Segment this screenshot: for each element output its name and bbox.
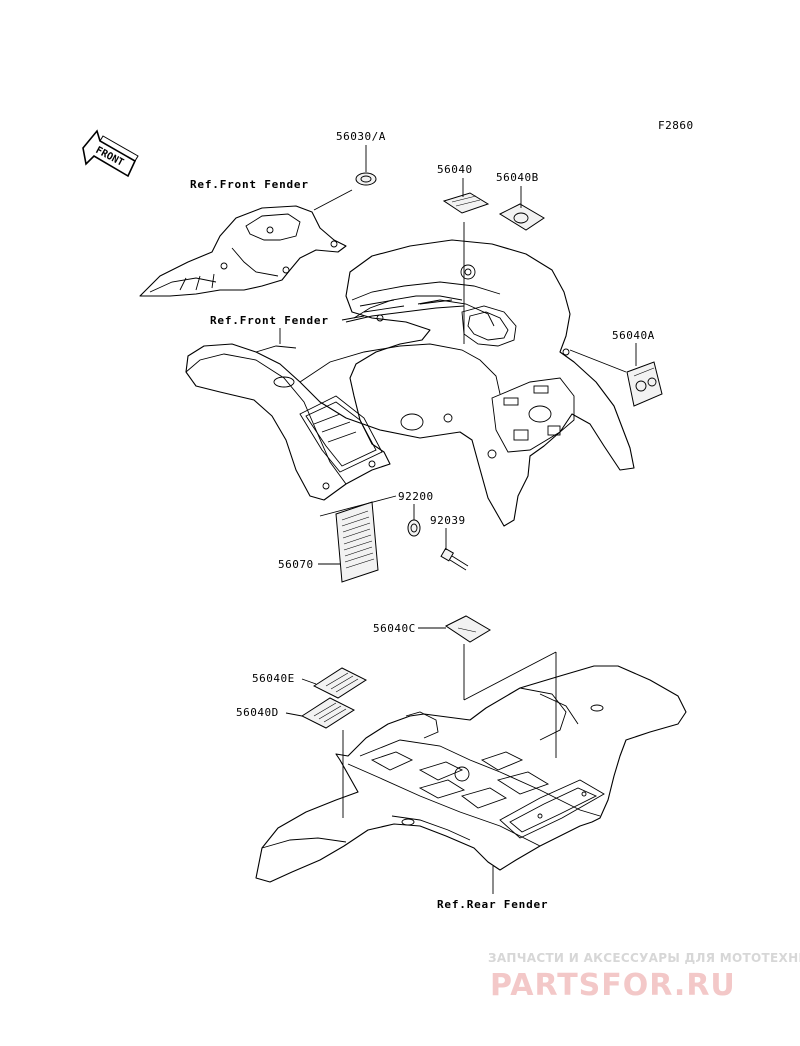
front-arrow-icon: FRONT xyxy=(82,129,139,178)
decal-56040e-part xyxy=(312,667,368,699)
decal-56040c-part xyxy=(445,615,491,643)
callout-56070: 56070 xyxy=(278,558,314,571)
decal-56040b-part xyxy=(498,203,545,231)
callout-56040: 56040 xyxy=(437,163,473,176)
callout-56040d: 56040D xyxy=(236,706,279,719)
clip-92039-part xyxy=(440,547,469,571)
watermark-tagline: ЗАПЧАСТИ И АКСЕССУАРЫ ДЛЯ МОТОТЕХНИКИ xyxy=(488,951,800,965)
ref-front-fender-label-2: Ref.Front Fender xyxy=(210,314,329,327)
callout-56040e: 56040E xyxy=(252,672,295,685)
grommet-92200-part xyxy=(407,519,421,537)
bottom-leader-lines xyxy=(285,627,557,894)
front-fender-small-part xyxy=(139,205,347,297)
decal-56040a-part xyxy=(626,361,663,407)
figure-code: F2860 xyxy=(658,119,694,132)
watermark-brand: PARTSFOR.RU xyxy=(490,968,736,1003)
callout-92039: 92039 xyxy=(430,514,466,527)
rear-fender-part xyxy=(255,665,687,883)
callout-56040a: 56040A xyxy=(612,329,655,342)
decal-56040d-part xyxy=(300,697,356,729)
top-leader-lines xyxy=(279,145,637,565)
decal-56040-part xyxy=(442,192,490,214)
decal-56070-part xyxy=(335,501,379,583)
callout-56040b: 56040B xyxy=(496,171,539,184)
front-fender-main-part xyxy=(185,239,635,527)
callout-56040c: 56040C xyxy=(373,622,416,635)
callout-56030a: 56030/A xyxy=(336,130,386,143)
callout-92200: 92200 xyxy=(398,490,434,503)
ref-rear-fender-label: Ref.Rear Fender xyxy=(437,898,548,911)
ref-front-fender-label-1: Ref.Front Fender xyxy=(190,178,309,191)
decal-56030a-part xyxy=(355,172,377,186)
